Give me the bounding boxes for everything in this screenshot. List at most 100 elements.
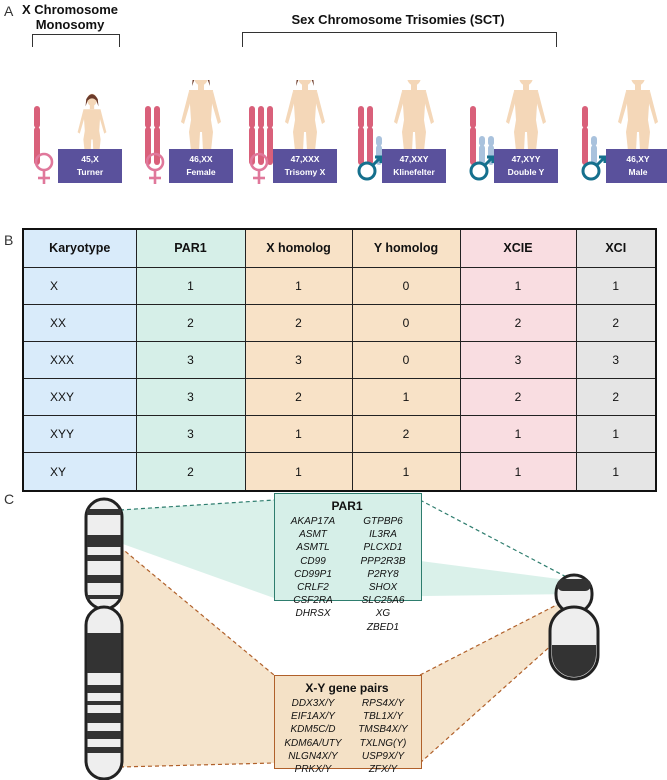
karyotype-code: 47,XXX (290, 154, 320, 164)
y-chromosome-icon (479, 136, 485, 165)
x-chromosome-icon (582, 106, 588, 165)
gene-name: GTPBP6 (363, 516, 403, 527)
karyotype-code: 47,XXY (399, 154, 429, 164)
panel-label-a: A (4, 3, 14, 19)
table-header-cell: XCIE (459, 228, 577, 268)
x-chromosome-icon (367, 106, 373, 165)
table-cell: 0 (351, 340, 461, 379)
chromosome-diagram (84, 497, 600, 780)
table-cell: 1 (459, 452, 577, 492)
xy-title: X-Y gene pairs (305, 681, 389, 695)
monosomy-bracket (32, 34, 120, 47)
table-cell: 1 (575, 415, 657, 454)
karyotype-code: 45,X (81, 154, 99, 164)
gene-name: PRKX/Y (294, 764, 332, 776)
table-cell: XXY (22, 377, 137, 417)
gene-name: CD99P1 (294, 568, 332, 580)
table-cell: 1 (459, 415, 577, 454)
table-cell: XY (22, 452, 137, 492)
monosomy-title-line1: X Chromosome (21, 2, 119, 17)
xy-connector-right (420, 596, 574, 763)
y-chromosome-ideogram (548, 573, 600, 681)
table-cell: 1 (351, 452, 461, 492)
par1-connector (120, 500, 574, 598)
table-cell: XX (22, 303, 137, 342)
karyotype-code: 46,XY (626, 154, 650, 164)
gene-name: SLC25A6 (361, 595, 405, 607)
table-cell: 3 (135, 377, 246, 417)
gene-name: DDX3X/Y (291, 698, 335, 709)
table-cell: 1 (575, 452, 657, 492)
sct-bracket (242, 32, 557, 47)
table-cell: XXX (22, 340, 137, 379)
karyotype-card: 45,X Turner (32, 80, 204, 208)
gene-name: TBL1X/Y (362, 711, 404, 723)
gene-name: ZBED1 (366, 621, 400, 633)
table-cell: 3 (244, 340, 353, 379)
table-header-cell: PAR1 (135, 228, 246, 268)
table-cell: 3 (575, 340, 657, 379)
gene-name: ASMT (299, 529, 327, 541)
y-chromosome-icon (591, 136, 597, 165)
gene-name: EIF1AX/Y (291, 711, 335, 723)
table-cell: 2 (135, 303, 246, 342)
gene-name: TMSB4X/Y (358, 724, 408, 736)
table-cell: 2 (135, 452, 246, 492)
table-header-cell: XCI (575, 228, 657, 268)
table-cell: 1 (459, 266, 577, 305)
gene-name: XG (375, 608, 391, 620)
gene-name: ASMTL (296, 542, 330, 554)
gene-name: IL3RA (369, 529, 397, 541)
table-header-cell: Y homolog (351, 228, 461, 268)
xy-gene-box (274, 675, 422, 769)
table-cell: 0 (351, 266, 461, 305)
gene-name: ZFX/Y (368, 764, 398, 776)
table-cell: 1 (135, 266, 246, 305)
female-symbol-icon (249, 152, 269, 184)
table-cell: 2 (575, 303, 657, 342)
monosomy-title-line2: Monosomy (35, 17, 105, 32)
gene-name: RPS4X/Y (361, 698, 405, 709)
table-cell: 1 (244, 415, 353, 454)
female-symbol-icon (34, 152, 54, 184)
table-cell: 0 (351, 303, 461, 342)
table-cell: 1 (244, 266, 353, 305)
karyotype-name: Turner (76, 167, 104, 177)
panel-label-b: B (4, 232, 14, 248)
gene-name: DHRSX (295, 608, 331, 620)
karyotype-name: Double Y (507, 167, 545, 177)
table-cell: 3 (135, 415, 246, 454)
table-header-cell: Karyotype (22, 228, 137, 268)
karyotype-card: 47,XXX Trisomy X (247, 80, 419, 208)
x-chromosome-icon (358, 106, 364, 165)
karyotype-label-box: 47,XXY Klinefelter (382, 149, 446, 183)
gene-name: NLGN4X/Y (288, 750, 338, 762)
table-cell: 2 (575, 377, 657, 417)
gene-name: CRLF2 (297, 582, 329, 594)
sct-title: Sex Chromosome Trisomies (SCT) (291, 12, 505, 27)
karyotype-name: Klinefelter (393, 167, 435, 177)
xy-connector (120, 547, 274, 767)
table-cell: 2 (244, 303, 353, 342)
male-symbol-icon (469, 155, 495, 181)
table-cell: 1 (351, 377, 461, 417)
gene-name: CD99 (300, 555, 326, 567)
x-chromosome-ideogram (84, 497, 124, 780)
table-cell: 3 (459, 340, 577, 379)
table-cell: X (22, 266, 137, 305)
karyotype-card: 47,XXY Klinefelter (356, 80, 528, 208)
karyotype-name: Trisomy X (284, 167, 326, 177)
gene-name: TXLNG(Y) (359, 737, 407, 749)
